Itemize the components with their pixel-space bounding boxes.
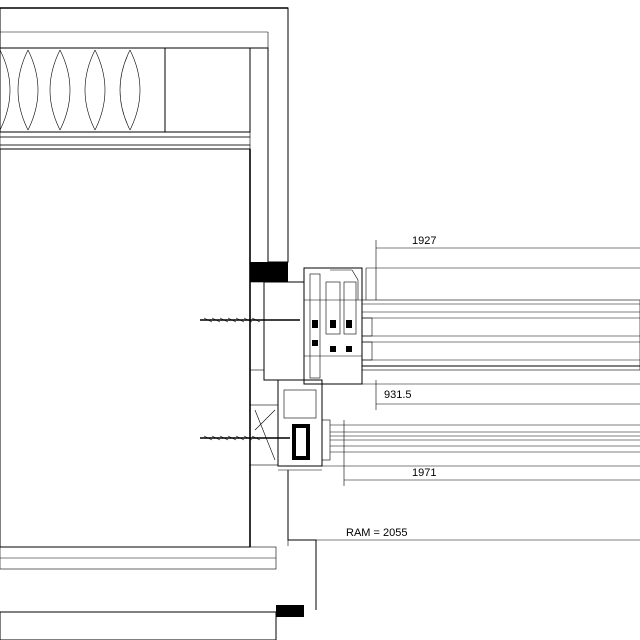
screw-upper [200,317,300,323]
window-frame-lower [277,379,331,471]
concrete-lintel [0,7,289,263]
glazing-unit-upper [361,299,640,371]
dimension-line-top: 1927 [365,235,640,300]
dimension-label-top: 1927 [412,235,436,247]
dimension-label-mid: 931.5 [384,389,412,401]
insulation-batts [0,47,251,133]
glazing-unit-lower [330,424,640,453]
dimension-line-lower: 1971 [322,420,640,486]
timber-beam [0,148,251,548]
screw-lower [200,435,290,441]
dimension-label-lower: 1971 [412,467,436,479]
dimension-line-ram: RAM = 2055 [287,527,640,546]
bottom-layers [0,546,277,640]
dimension-line-mid: 931.5 [348,380,640,410]
membrane-layers [0,131,251,150]
dimension-label-ram: RAM = 2055 [346,527,407,539]
window-frame-upper [303,267,363,385]
